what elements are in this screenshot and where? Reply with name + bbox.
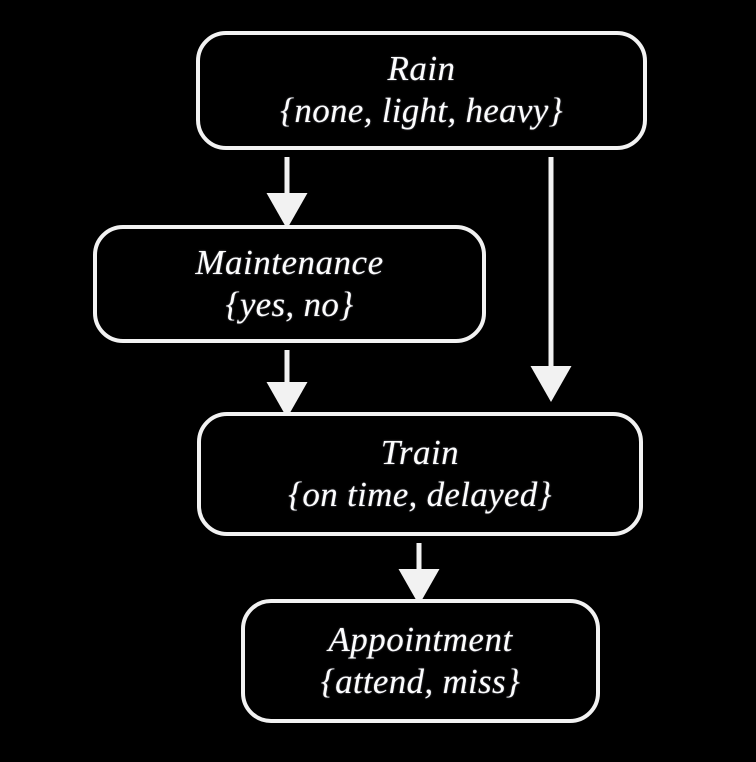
node-train-variable-name: Train bbox=[380, 432, 460, 472]
node-train-domain: {on time, delayed} bbox=[288, 474, 552, 514]
node-rain[interactable]: Rain {none, light, heavy} bbox=[196, 31, 647, 150]
node-train[interactable]: Train {on time, delayed} bbox=[197, 412, 643, 536]
node-appointment-variable-name: Appointment bbox=[328, 619, 513, 659]
node-maintenance-domain: {yes, no} bbox=[225, 284, 354, 324]
node-maintenance[interactable]: Maintenance {yes, no} bbox=[93, 225, 486, 343]
node-maintenance-variable-name: Maintenance bbox=[195, 242, 384, 282]
node-rain-variable-name: Rain bbox=[387, 49, 456, 89]
node-rain-domain: {none, light, heavy} bbox=[280, 91, 563, 130]
node-appointment[interactable]: Appointment {attend, miss} bbox=[241, 599, 600, 723]
node-appointment-domain: {attend, miss} bbox=[320, 661, 521, 701]
